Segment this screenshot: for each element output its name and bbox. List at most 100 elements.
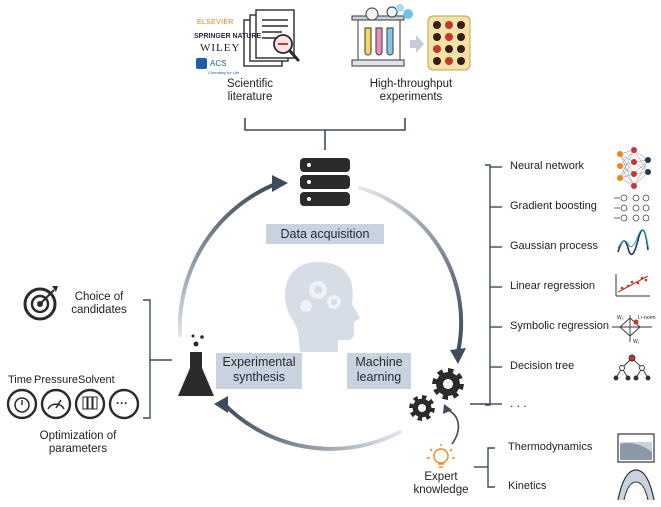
ml-box-line1: Machine [355,355,403,369]
well [445,21,453,29]
synthesis-box-line2: synthesis [232,370,286,384]
nn-edge [633,159,649,187]
arrow-right-icon [410,35,424,53]
nn-node [645,169,651,175]
nn-edge [619,149,635,167]
literature-label-line1: Scientific [226,78,274,90]
publisher-elsevier: ELSEVIER [197,19,234,26]
nn-node [631,159,637,165]
stopwatch-icon [6,388,38,420]
ml-method-gaussian-process: Gaussian process [510,240,599,252]
literature-label-line2: literature [227,91,273,103]
expert-arrow [443,404,460,445]
arrowhead-synthesis [214,396,228,413]
arc-to-data [177,181,280,337]
nn-edge [633,159,649,175]
pressure-gauge-icon [40,388,72,420]
nn-node [617,163,623,169]
literature-label: Scientific literature [210,78,290,104]
param-label-time: Time [8,374,33,386]
magnifier-icon [273,34,300,62]
well [433,21,441,29]
nn-node [631,147,637,153]
param-label-pressure: Pressure [34,374,79,386]
symbolic-label-w2: W₂ [617,315,624,321]
arc-to-synthesis [220,400,402,451]
nn-node [631,171,637,177]
publisher-wiley: WILEY [200,42,241,54]
ml-method-linear-regression: Linear regression [510,280,595,292]
experimental-synthesis-box: Experimental synthesis [216,353,302,389]
nn-node [617,151,623,157]
publisher-acs: ACS [210,59,227,68]
solvent-tubes-icon [74,388,106,420]
expert-label-line1: Expert [424,471,458,483]
nn-node [631,183,637,189]
expert-item-kinetics: Kinetics [508,480,547,492]
cycle-arrowheads [214,175,466,413]
neural-network-icon [617,147,651,189]
linear-regression-icon [615,274,650,297]
nn-edge [619,161,635,179]
gears-icon [409,368,464,421]
expert-bracket [474,447,495,488]
optimization-label: Optimization of parameters [28,430,128,456]
ml-method-more: . . . [510,396,527,410]
thermodynamics-icon [617,433,655,463]
publisher-springer: SPRINGER NATURE [194,33,262,40]
synthesis-bracket [143,299,172,419]
symbolic-regression-icon [612,315,652,342]
lightbulb-icon [427,444,455,468]
symbolic-label-w1: W₁ [633,339,640,345]
ml-box-line2: learning [356,370,402,384]
well [457,21,465,29]
nn-node [645,157,651,163]
arc-to-ml [358,186,464,354]
ml-method-gradient-boosting: Gradient boosting [510,200,597,212]
database-icon [300,158,350,206]
candidates-line1: Choice of [74,291,124,303]
optimization-line1: Optimization of [39,430,117,442]
acs-tagline: Chemistry for Life [208,70,240,75]
nn-edge [633,171,649,187]
gradient-boosting-icon [614,194,650,222]
machine-learning-box: Machine learning [347,353,411,389]
experiments-label-line2: experiments [379,91,443,103]
source-connector [244,118,406,150]
lab-apparatus-icon [351,4,413,67]
more-params-icon [108,388,140,420]
cycle-arcs [177,181,464,451]
well [457,57,465,65]
ml-method-decision-tree: Decision tree [510,360,575,372]
arrowhead-ml [450,348,466,364]
optimization-line2: parameters [48,443,108,455]
decision-tree-icon [613,354,651,381]
expert-item-thermodynamics: Thermodynamics [508,441,593,453]
nn-node [617,175,623,181]
ml-bracket [470,164,502,406]
param-label-solvent: Solvent [78,374,115,386]
flask-icon [178,334,214,396]
well [433,57,441,65]
well-plate-icon [427,15,471,71]
well [457,45,465,53]
choice-of-candidates-label: Choice of candidates [64,291,134,317]
data-acquisition-box: Data acquisition [266,224,384,244]
synthesis-box-line1: Experimental [222,355,296,369]
expert-label-line2: knowledge [413,484,469,496]
gaussian-process-icon [617,229,649,256]
well [433,45,441,53]
nn-edge [619,149,635,179]
well [445,57,453,65]
param-more: ··· [116,396,128,410]
expert-knowledge-label: Expert knowledge [404,471,478,497]
head-icon [285,262,360,352]
candidates-line2: candidates [71,304,127,316]
arrowhead-data [272,175,288,192]
well [457,33,465,41]
kinetics-icon [617,469,655,501]
ml-method-neural-network: Neural network [510,160,584,172]
acs-logo-icon [196,58,207,69]
